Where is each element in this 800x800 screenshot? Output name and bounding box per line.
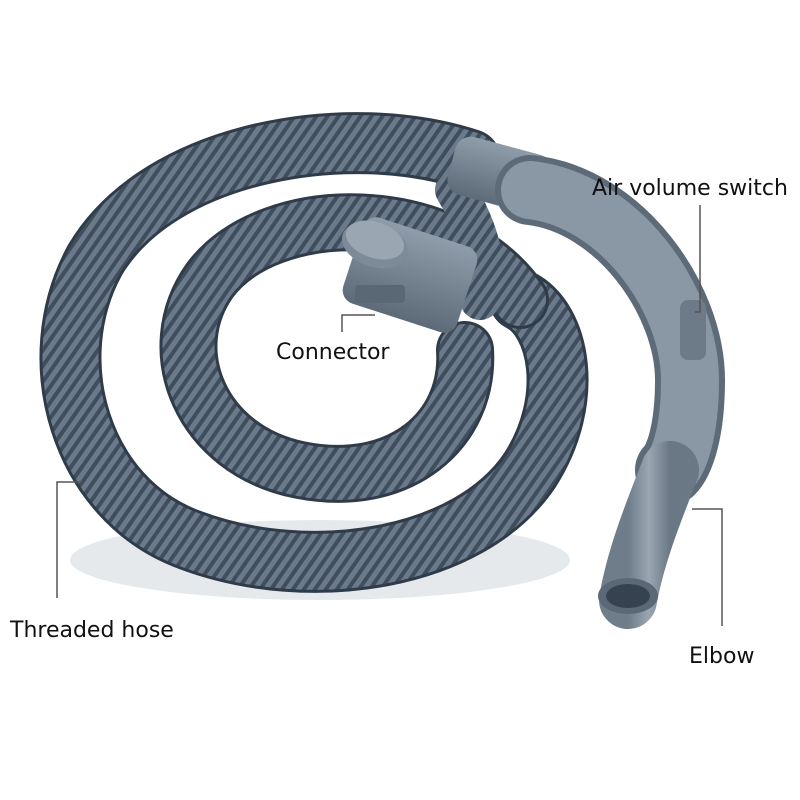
- leader-threaded-hose: [56, 481, 82, 598]
- elbow-tube: [598, 441, 699, 629]
- connector-part: [341, 217, 478, 333]
- label-air-volume-switch: Air volume switch: [592, 176, 788, 201]
- leader-elbow: [692, 508, 723, 626]
- leader-air-volume-switch: [695, 205, 701, 313]
- label-elbow: Elbow: [689, 644, 755, 669]
- leader-lines: [56, 205, 723, 626]
- label-threaded-hose: Threaded hose: [10, 618, 174, 643]
- label-connector: Connector: [276, 340, 390, 365]
- leader-connector: [341, 314, 375, 332]
